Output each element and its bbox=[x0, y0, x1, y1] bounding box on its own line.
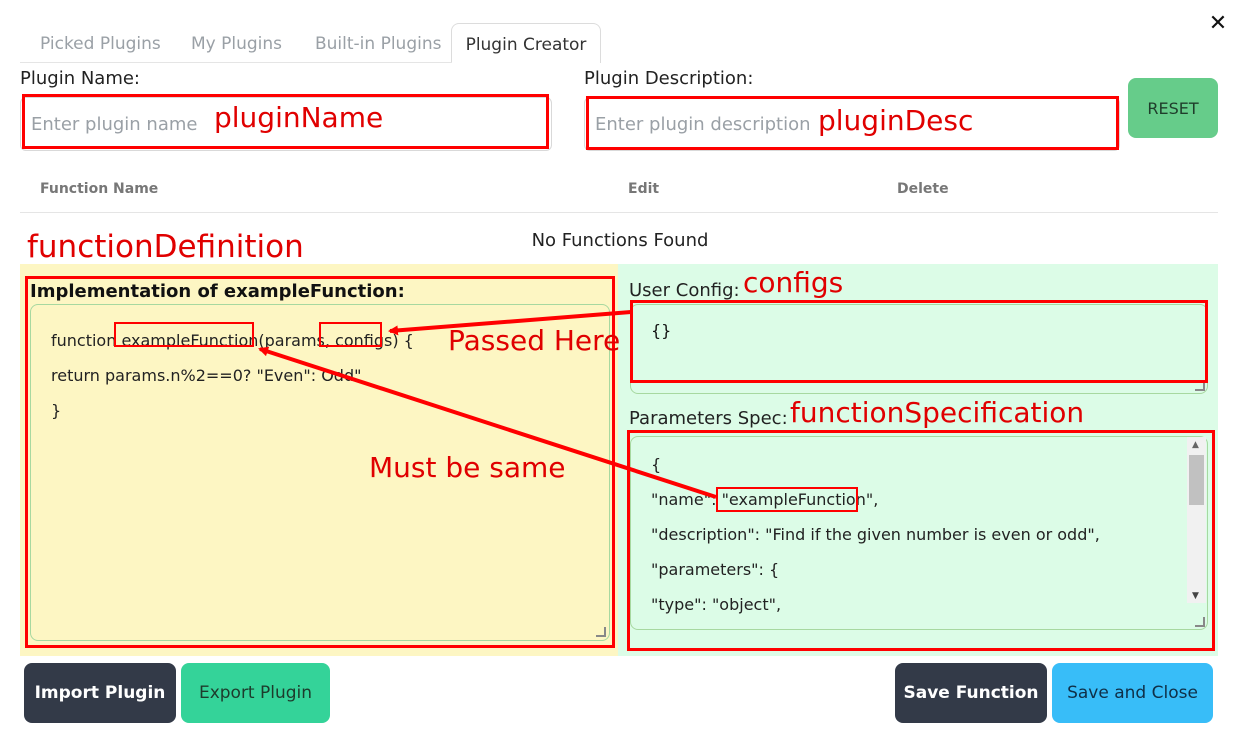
parameters-spec-scrollbar[interactable]: ▲ ▼ bbox=[1187, 437, 1206, 603]
scroll-down-icon[interactable]: ▼ bbox=[1192, 591, 1199, 601]
tab-my-plugins[interactable]: My Plugins bbox=[191, 34, 283, 54]
annotation-function-specification: functionSpecification bbox=[790, 396, 1085, 429]
empty-functions-message: No Functions Found bbox=[531, 230, 709, 251]
save-and-close-button[interactable]: Save and Close bbox=[1052, 663, 1213, 723]
annotation-plugin-desc: pluginDesc bbox=[818, 104, 974, 137]
annotation-plugin-name: pluginName bbox=[214, 101, 384, 134]
user-config-label: User Config: bbox=[629, 280, 740, 301]
annotation-box-function-name bbox=[114, 322, 254, 347]
parameters-spec-label: Parameters Spec: bbox=[629, 408, 788, 429]
annotation-box-user-config bbox=[630, 300, 1208, 383]
plugin-description-label: Plugin Description: bbox=[584, 68, 754, 89]
resize-grip-icon[interactable] bbox=[1195, 381, 1205, 391]
annotation-must-be-same: Must be same bbox=[369, 451, 566, 484]
column-header-delete: Delete bbox=[897, 181, 949, 197]
plugin-name-input[interactable] bbox=[20, 97, 552, 151]
table-divider bbox=[20, 212, 1218, 213]
code-line: } bbox=[51, 401, 62, 420]
export-plugin-button[interactable]: Export Plugin bbox=[181, 663, 330, 723]
user-config-value: {} bbox=[651, 321, 672, 340]
save-function-button[interactable]: Save Function bbox=[895, 663, 1047, 723]
annotation-box-plugin-name bbox=[22, 94, 549, 149]
annotation-box-plugin-desc bbox=[586, 96, 1119, 150]
tab-built-in-plugins[interactable]: Built-in Plugins bbox=[315, 34, 442, 54]
close-icon[interactable]: ✕ bbox=[1208, 11, 1228, 36]
spec-line: "type": "object", bbox=[651, 595, 782, 614]
user-config-editor[interactable]: {} bbox=[630, 304, 1208, 394]
tab-divider bbox=[20, 62, 452, 63]
import-plugin-button[interactable]: Import Plugin bbox=[24, 663, 176, 723]
annotation-box-configs-param bbox=[319, 322, 382, 347]
annotation-box-spec-name bbox=[716, 487, 858, 512]
annotation-box-parameters-spec bbox=[627, 430, 1215, 651]
parameters-spec-editor[interactable]: { "name": "exampleFunction", "descriptio… bbox=[630, 436, 1208, 630]
column-header-edit: Edit bbox=[628, 181, 660, 197]
resize-grip-icon[interactable] bbox=[1195, 617, 1205, 627]
annotation-function-definition: functionDefinition bbox=[27, 229, 304, 265]
spec-line: "description": "Find if the given number… bbox=[651, 525, 1100, 544]
reset-button[interactable]: RESET bbox=[1128, 78, 1218, 138]
scroll-up-icon[interactable]: ▲ bbox=[1192, 440, 1199, 450]
tab-picked-plugins[interactable]: Picked Plugins bbox=[40, 34, 161, 54]
resize-grip-icon[interactable] bbox=[596, 627, 606, 637]
tab-plugin-creator[interactable]: Plugin Creator bbox=[451, 23, 601, 63]
spec-line: "parameters": { bbox=[651, 560, 780, 579]
column-header-function-name: Function Name bbox=[40, 181, 159, 197]
annotation-passed-here: Passed Here bbox=[448, 324, 621, 357]
implementation-title: Implementation of exampleFunction: bbox=[30, 281, 405, 302]
scrollbar-thumb[interactable] bbox=[1189, 455, 1204, 505]
plugin-name-label: Plugin Name: bbox=[20, 68, 140, 89]
annotation-configs: configs bbox=[743, 266, 844, 299]
